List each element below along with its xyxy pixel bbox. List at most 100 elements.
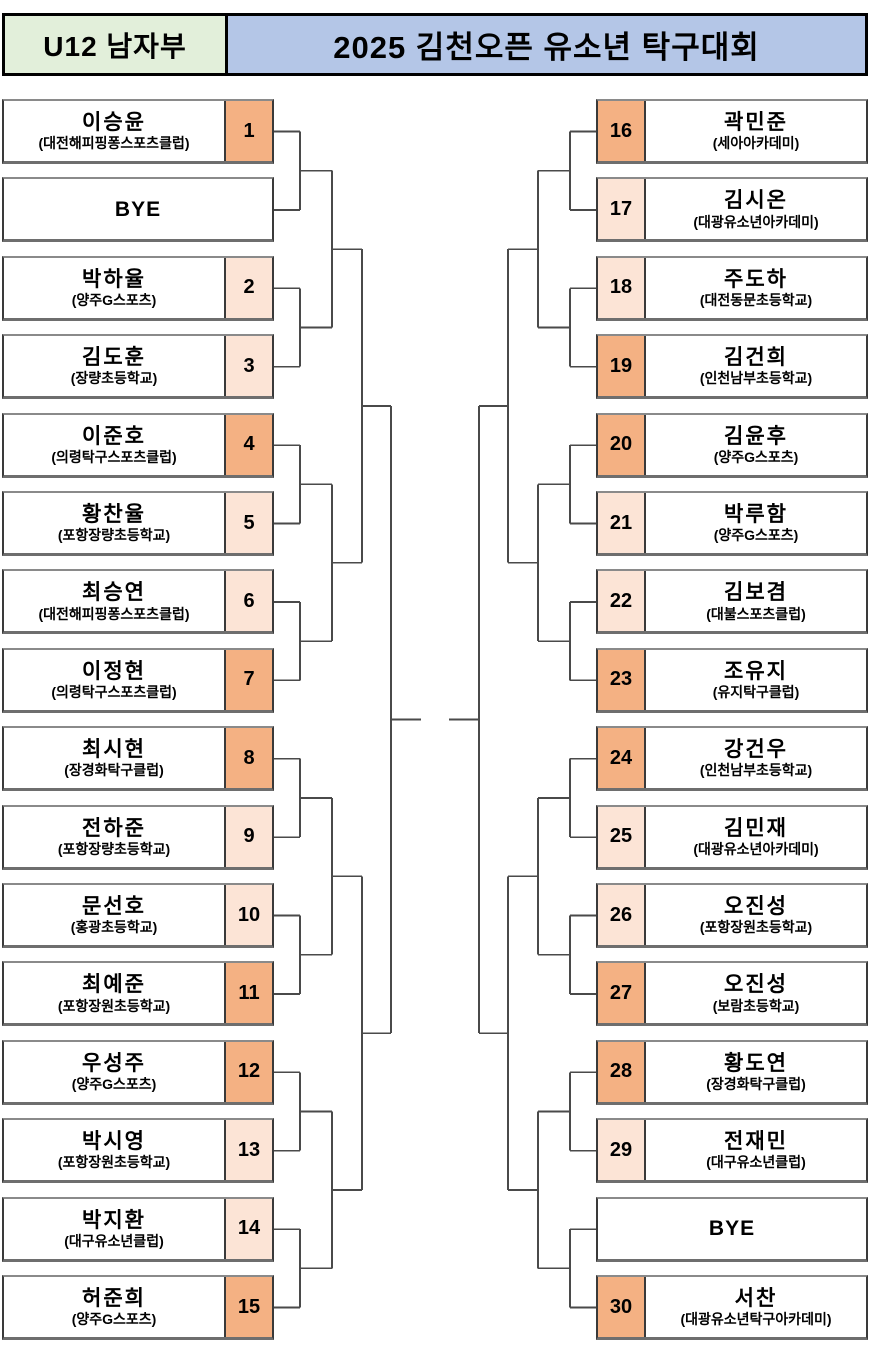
seed-number: 17 <box>598 179 646 240</box>
player-club: (인천남부초등학교) <box>699 762 813 779</box>
bracket-entry: 20 김윤후 (양주G스포츠) <box>596 412 868 478</box>
bracket-entry: 13 박시영 (포항장원초등학교) <box>2 1118 274 1184</box>
player-cell: 김보겸 (대불스포츠클럽) <box>646 571 866 631</box>
bracket-entry: 19 김건희 (인천남부초등학교) <box>596 334 868 400</box>
player-cell: 주도하 (대전동문초등학교) <box>646 258 866 318</box>
bracket-entry: 5 황찬율 (포항장량초등학교) <box>2 491 274 556</box>
bracket-entry: 10 문선호 (홍광초등학교) <box>2 883 274 948</box>
seed-number: 22 <box>598 571 646 632</box>
division-header: U12 남자부 <box>2 13 228 76</box>
player-club: (포항장원초등학교) <box>699 919 813 936</box>
seed-number: 27 <box>598 963 646 1024</box>
bracket-entry: 14 박지환 (대구유소년클럽) <box>2 1196 274 1262</box>
bracket-entry: 17 김시온 (대광유소년아카데미) <box>596 177 868 243</box>
player-cell: 김윤후 (양주G스포츠) <box>646 415 866 475</box>
seed-number: 8 <box>224 728 272 789</box>
player-club: (대전해피핑퐁스포츠클럽) <box>38 135 190 152</box>
bracket-entry: 7 이정현 (의령탁구스포츠클럽) <box>2 647 274 713</box>
player-club: (포항장원초등학교) <box>57 1154 171 1171</box>
player-cell: 황도연 (장경화탁구클럽) <box>646 1042 866 1102</box>
player-name: 오진성 <box>724 973 788 997</box>
player-club: (의령탁구스포츠클럽) <box>51 683 177 700</box>
seed-number: 12 <box>224 1041 272 1102</box>
seed-number: 1 <box>224 101 272 161</box>
player-cell: 황찬율 (포항장량초등학교) <box>4 493 224 553</box>
player-club: (세아아카데미) <box>712 135 800 152</box>
player-club: (양주G스포츠) <box>713 527 799 544</box>
player-cell: BYE <box>598 1199 866 1259</box>
player-club: (대구유소년클럽) <box>706 1154 806 1171</box>
bracket-entry: 15 허준희 (양주G스포츠) <box>2 1275 274 1340</box>
seed-number: 24 <box>598 728 646 789</box>
bracket-entry: 2 박하율 (양주G스포츠) <box>2 255 274 321</box>
seed-number: 18 <box>598 257 646 318</box>
player-club: (양주G스포츠) <box>713 448 799 465</box>
player-cell: 김시온 (대광유소년아카데미) <box>646 179 866 239</box>
player-name: 황도연 <box>724 1051 788 1075</box>
player-cell: 문선호 (홍광초등학교) <box>4 885 224 945</box>
player-club: (보람초등학교) <box>712 997 800 1014</box>
bracket-entry: 9 전하준 (포항장량초등학교) <box>2 804 274 870</box>
player-cell: 허준희 (양주G스포츠) <box>4 1277 224 1337</box>
player-name: BYE <box>708 1217 756 1240</box>
bracket-entry: 8 최시현 (장경화탁구클럽) <box>2 726 274 792</box>
player-name: 김시온 <box>724 189 788 213</box>
player-club: (양주G스포츠) <box>71 291 157 308</box>
bracket-entry: 4 이준호 (의령탁구스포츠클럽) <box>2 412 274 478</box>
player-club: (대전해피핑퐁스포츠클럽) <box>38 605 190 622</box>
bracket-entry: 25 김민재 (대광유소년아카데미) <box>596 804 868 870</box>
player-name: 박시영 <box>82 1130 146 1154</box>
seed-number: 13 <box>224 1120 272 1181</box>
player-cell: BYE <box>4 179 272 239</box>
player-cell: 우성주 (양주G스포츠) <box>4 1042 224 1102</box>
player-name: 김윤후 <box>724 424 788 448</box>
tournament-title: 2025 김천오픈 유소년 탁구대회 <box>225 13 868 76</box>
seed-number: 16 <box>598 101 646 161</box>
player-cell: 최시현 (장경화탁구클럽) <box>4 728 224 788</box>
player-club: (대전동문초등학교) <box>699 291 813 308</box>
player-name: 김건희 <box>724 346 788 370</box>
bracket-entry: 6 최승연 (대전해피핑퐁스포츠클럽) <box>2 569 274 635</box>
player-name: 박루함 <box>724 503 788 526</box>
seed-number: 5 <box>224 493 272 553</box>
bracket-entry: 23 조유지 (유지탁구클럽) <box>596 647 868 713</box>
player-club: (대광유소년아카데미) <box>693 840 819 857</box>
player-cell: 이준호 (의령탁구스포츠클럽) <box>4 415 224 475</box>
player-name: 박지환 <box>82 1208 146 1232</box>
player-name: 김도훈 <box>82 346 146 370</box>
player-club: (포항장량초등학교) <box>57 840 171 857</box>
player-name: 주도하 <box>724 267 788 291</box>
seed-number: 3 <box>224 336 272 397</box>
seed-number: 19 <box>598 336 646 397</box>
player-club: (장경화탁구클럽) <box>706 1075 806 1092</box>
bracket-entry: BYE <box>2 177 274 243</box>
player-name: 황찬율 <box>82 503 146 526</box>
seed-number: 6 <box>224 571 272 632</box>
player-name: 이승윤 <box>82 111 146 134</box>
player-cell: 김건희 (인천남부초등학교) <box>646 336 866 396</box>
player-name: 서찬 <box>734 1287 778 1310</box>
seed-number: 30 <box>598 1277 646 1337</box>
bracket-entry: 24 강건우 (인천남부초등학교) <box>596 726 868 792</box>
player-name: 최예준 <box>82 973 146 997</box>
player-name: 최시현 <box>82 738 146 762</box>
bracket-entry: 27 오진성 (보람초등학교) <box>596 961 868 1027</box>
player-name: 오진성 <box>724 895 788 918</box>
player-name: 김민재 <box>724 816 788 840</box>
player-club: (장량초등학교) <box>70 370 158 387</box>
player-cell: 서찬 (대광유소년탁구아카데미) <box>646 1277 866 1337</box>
player-name: 강건우 <box>724 738 788 762</box>
player-name: 허준희 <box>82 1287 146 1310</box>
player-club: (양주G스포츠) <box>71 1075 157 1092</box>
bracket-entry: 28 황도연 (장경화탁구클럽) <box>596 1039 868 1105</box>
player-cell: 이승윤 (대전해피핑퐁스포츠클럽) <box>4 101 224 161</box>
player-name: 전하준 <box>82 816 146 840</box>
player-name: 김보겸 <box>724 581 788 605</box>
player-name: 이정현 <box>82 659 146 683</box>
seed-number: 28 <box>598 1041 646 1102</box>
seed-number: 14 <box>224 1198 272 1259</box>
seed-number: 7 <box>224 649 272 710</box>
bracket-entry: 1 이승윤 (대전해피핑퐁스포츠클럽) <box>2 99 274 164</box>
seed-number: 21 <box>598 493 646 553</box>
